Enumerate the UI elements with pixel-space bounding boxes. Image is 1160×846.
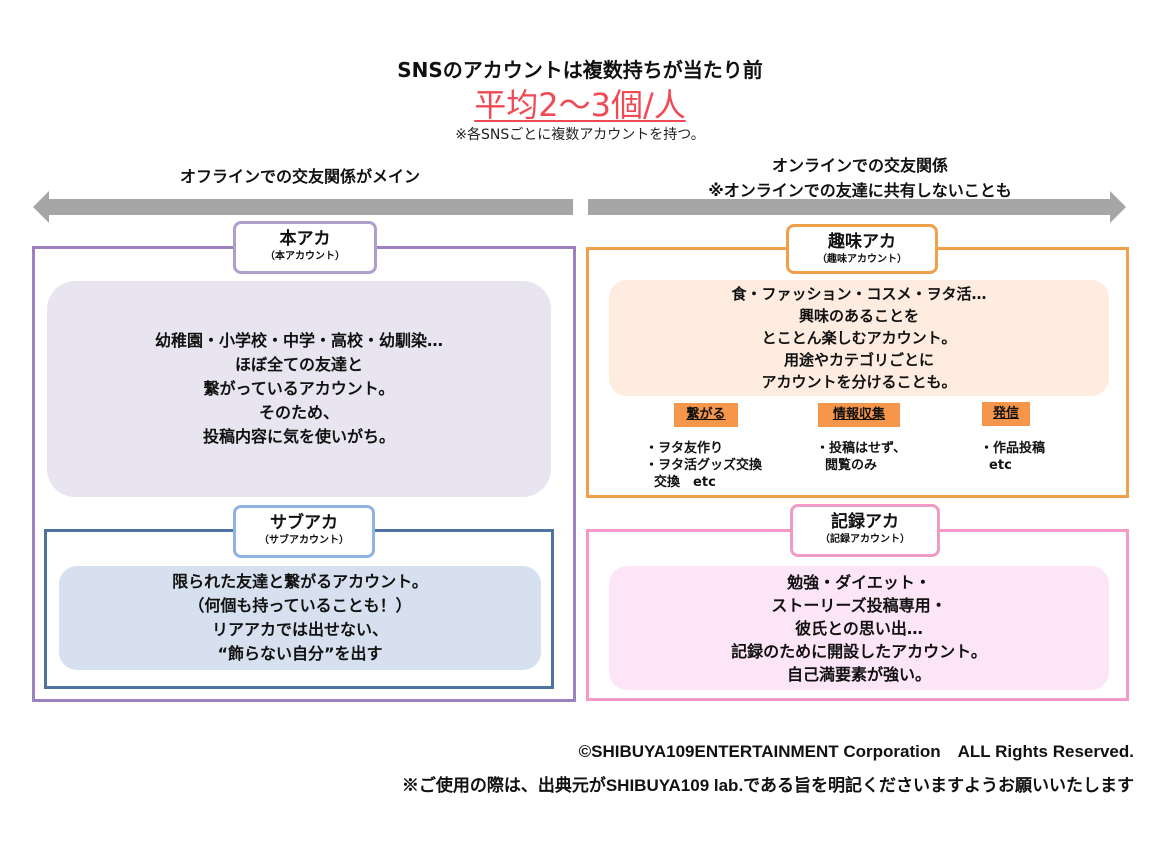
main-account-description: 幼稚園・小学校・中学・高校・幼馴染… ほぼ全ての友達と 繋がっているアカウント。…: [47, 281, 551, 497]
category-posting: 発信: [982, 402, 1030, 426]
description-line: 自己満要素が強い。: [786, 664, 931, 684]
sub-account-description: 限られた友達と繋がるアカウント。 （何個も持っていることも！） リアアカでは出せ…: [59, 566, 541, 670]
category-connect-items: ・ヲタ友作り ・ヲタ活グッズ交換 交換 etc: [645, 441, 763, 490]
tag-title: 本アカ: [279, 229, 331, 249]
category-label: 発信: [992, 406, 1019, 421]
description-line: 記録のために開設したアカウント。: [731, 641, 987, 661]
category-connect: 繋がる: [674, 403, 738, 427]
tag-subtitle: （趣味アカウント）: [817, 254, 907, 265]
main-account-tag: 本アカ （本アカウント）: [233, 221, 377, 274]
tag-subtitle: （本アカウント）: [265, 251, 345, 262]
description-line: “飾らない自分”を出す: [217, 644, 383, 663]
tag-title: 記録アカ: [831, 512, 899, 532]
headline: SNSのアカウントは複数持ちが当たり前: [397, 58, 763, 82]
online-label-line2: ※オンラインでの友達に共有しないことも: [708, 181, 1012, 200]
description-line: 限られた友達と繋がるアカウント。: [172, 572, 428, 591]
category-label: 繋がる: [686, 407, 726, 422]
description-line: 彼氏との思い出…: [795, 618, 923, 638]
offline-label: オフラインでの交友関係がメイン: [179, 167, 420, 186]
description-line: 食・ファッション・コスメ・ヲタ活…: [731, 285, 987, 303]
tag-title: 趣味アカ: [828, 232, 896, 252]
arrow-left-icon: [33, 191, 49, 223]
description-line: 勉強・ダイエット・: [787, 572, 931, 592]
average-accounts-stat: 平均2〜3個/人: [0, 80, 1160, 126]
tag-subtitle: （サブアカウント）: [259, 535, 349, 546]
description-line: 用途やカテゴリごとに: [783, 351, 934, 369]
hobby-account-tag: 趣味アカ （趣味アカウント）: [786, 224, 938, 274]
header-note: ※各SNSごとに複数アカウントを持つ。: [455, 127, 705, 143]
description-line: 興味のあることを: [798, 307, 919, 325]
tag-subtitle: （記録アカウント）: [820, 534, 910, 545]
copyright-notice: ©SHIBUYA109ENTERTAINMENT Corporation ALL…: [578, 742, 1134, 761]
category-label: 情報収集: [832, 407, 885, 422]
online-label-line1: オンラインでの交友関係: [771, 156, 948, 175]
description-line: そのため、: [258, 403, 339, 422]
category-posting-items: ・作品投稿 etc: [980, 441, 1046, 473]
arrow-left-shaft: [48, 199, 573, 215]
description-line: とことん楽しむアカウント。: [761, 329, 957, 347]
hobby-account-description: 食・ファッション・コスメ・ヲタ活… 興味のあることを とことん楽しむアカウント。…: [609, 280, 1109, 396]
sub-account-tag: サブアカ （サブアカウント）: [233, 505, 375, 558]
online-label: オンラインでの交友関係 ※オンラインでの友達に共有しないことも: [590, 153, 1130, 203]
description-line: アカウントを分けることも。: [761, 373, 957, 391]
description-line: （何個も持っていることも！）: [188, 596, 412, 615]
description-line: 投稿内容に気を使いがち。: [202, 427, 395, 446]
description-line: 幼稚園・小学校・中学・高校・幼馴染…: [154, 331, 443, 350]
category-info-gathering-items: ・投稿はせず、 閲覧のみ: [816, 441, 907, 473]
usage-notice: ※ご使用の際は、出典元がSHIBUYA109 lab.である旨を明記くださいます…: [401, 776, 1134, 795]
description-line: ほぼ全ての友達と: [234, 355, 363, 374]
category-info-gathering: 情報収集: [818, 403, 900, 427]
description-line: ストーリーズ投稿専用・: [771, 595, 947, 615]
arrow-right-shaft: [588, 199, 1110, 215]
description-line: 繋がっているアカウント。: [203, 379, 395, 398]
record-account-description: 勉強・ダイエット・ ストーリーズ投稿専用・ 彼氏との思い出… 記録のために開設し…: [609, 566, 1109, 690]
tag-title: サブアカ: [270, 513, 338, 533]
record-account-tag: 記録アカ （記録アカウント）: [790, 504, 940, 557]
arrow-right-icon: [1110, 191, 1126, 223]
description-line: リアアカでは出せない、: [211, 620, 388, 639]
stat-text: 平均2〜3個/人: [474, 86, 686, 124]
